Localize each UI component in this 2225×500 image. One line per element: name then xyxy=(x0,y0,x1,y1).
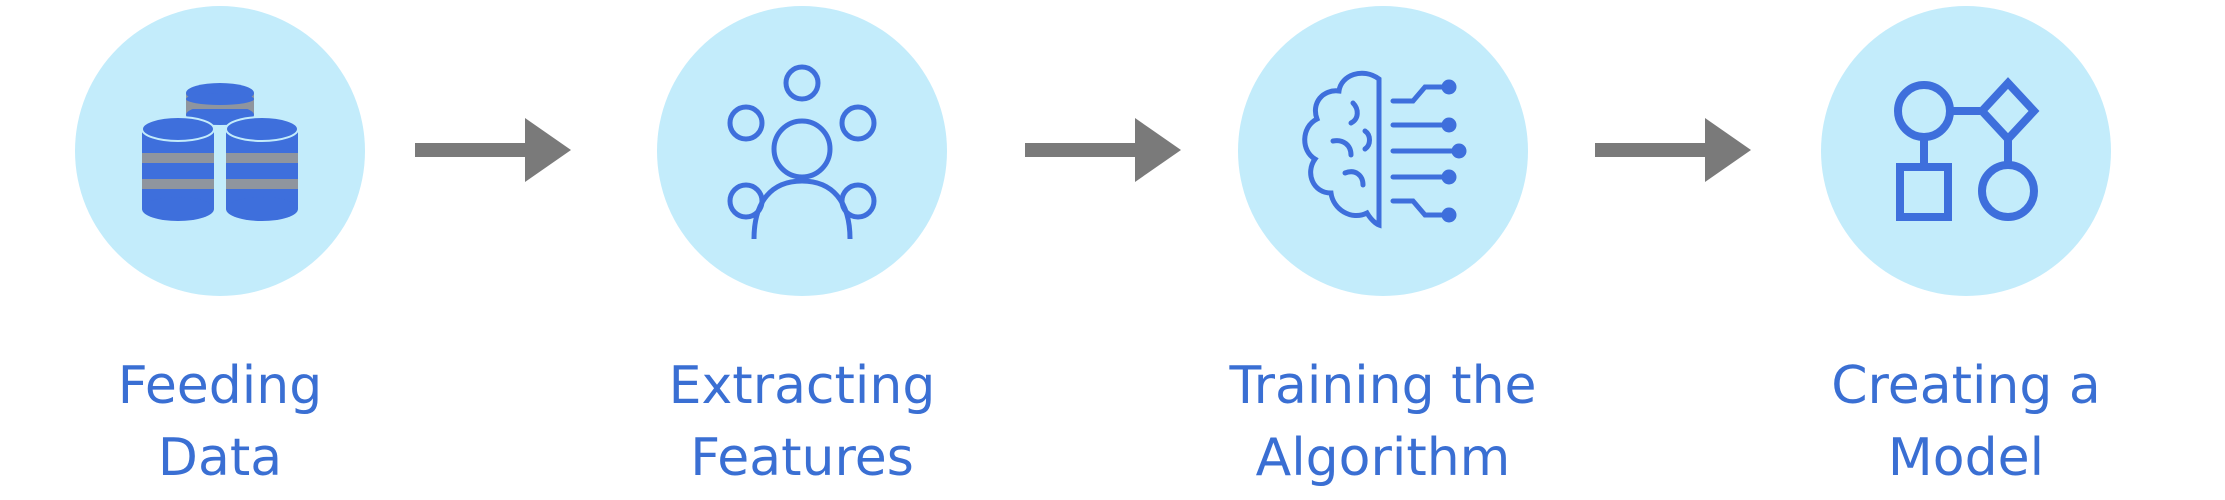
step-circle xyxy=(1821,6,2111,296)
step-label-line2: Data xyxy=(157,428,283,488)
step-label-line2: Features xyxy=(690,428,914,488)
features-network-icon xyxy=(727,64,877,240)
step-label-line2: Algorithm xyxy=(1255,428,1511,488)
step-circle xyxy=(657,6,947,296)
step-circle xyxy=(1238,6,1528,296)
brain-circuit-icon xyxy=(1302,70,1467,229)
step-label-line2: Model xyxy=(1887,428,2045,488)
step-creating-model: Creating a Model xyxy=(1756,0,2176,500)
arrow-right-icon xyxy=(1595,118,1751,182)
database-stack-icon xyxy=(141,83,299,221)
step-label: Feeding Data xyxy=(10,350,430,494)
arrow-right-icon xyxy=(1025,118,1181,182)
step-label-line1: Training the xyxy=(1229,356,1537,416)
step-label: Training the Algorithm xyxy=(1173,350,1593,494)
model-shapes-icon xyxy=(1894,77,2040,221)
arrow-right-icon xyxy=(415,118,571,182)
step-circle xyxy=(75,6,365,296)
step-label: Creating a Model xyxy=(1756,350,2176,494)
step-label-line1: Creating a xyxy=(1831,356,2101,416)
step-label-line1: Extracting xyxy=(668,356,936,416)
step-training-algorithm: Training the Algorithm xyxy=(1173,0,1593,500)
step-extracting-features: Extracting Features xyxy=(592,0,1012,500)
step-label-line1: Feeding xyxy=(117,356,323,416)
step-feeding-data: Feeding Data xyxy=(10,0,430,500)
step-label: Extracting Features xyxy=(592,350,1012,494)
